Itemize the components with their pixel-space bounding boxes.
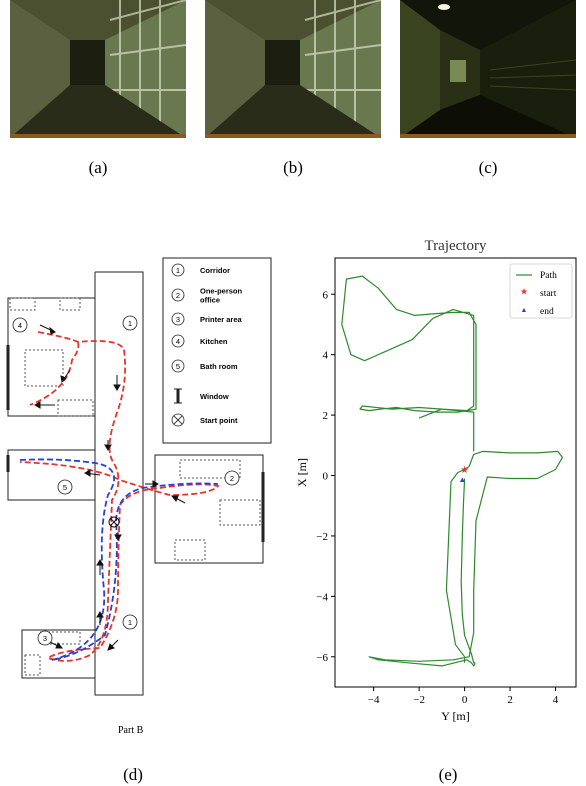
start-point-icon [108, 516, 120, 528]
legend-row: 5 Bath room [171, 359, 238, 373]
end-marker: ▲ [458, 475, 466, 484]
room-number-mark: 1 [122, 315, 138, 331]
y-tick-label: −4 [316, 591, 328, 603]
legend-row: Window [174, 388, 229, 404]
room-number-mark: 3 [37, 630, 53, 646]
start-marker: ★ [460, 465, 469, 476]
legend-entry-label: Path [540, 271, 557, 281]
x-tick-label: −2 [413, 694, 425, 706]
legend-row: Start point [171, 413, 238, 427]
legend-entry-label: end [540, 307, 554, 317]
room-number-mark: 2 [224, 470, 240, 486]
sublabel-e: (e) [438, 765, 458, 784]
part-b-label: Part B [118, 725, 144, 736]
x-tick-label: 2 [507, 694, 513, 706]
plot-frame [334, 257, 577, 688]
y-tick-label: 4 [323, 350, 329, 362]
sublabel-a: (a) [88, 158, 108, 177]
sublabel-c: (c) [478, 158, 498, 177]
sublabel-b: (b) [283, 158, 303, 177]
legend-label: Bath room [200, 362, 238, 371]
window-icon [174, 388, 182, 404]
x-tick-label: 4 [553, 694, 559, 706]
svg-text:4: 4 [18, 321, 22, 330]
svg-text:5: 5 [63, 483, 67, 492]
path-series-line [368, 450, 563, 667]
legend-number: 1 [176, 266, 180, 275]
legend-label: One-person [200, 287, 243, 296]
legend-label: Printer area [200, 315, 243, 324]
x-axis-label: Y [m] [441, 709, 470, 723]
legend-number: 4 [176, 337, 180, 346]
svg-text:2: 2 [230, 474, 234, 483]
room-number-mark: 4 [12, 317, 28, 333]
legend-label: Kitchen [200, 337, 228, 346]
legend-row: 1 Corridor [171, 263, 230, 277]
legend-label: Start point [200, 416, 238, 425]
legend-end-swatch: ▲ [521, 306, 528, 314]
x-tick-label: 0 [462, 694, 468, 706]
start-point-icon [171, 413, 185, 427]
y-tick-label: 0 [323, 471, 329, 483]
y-tick-label: −6 [316, 652, 328, 664]
x-tick-label: −4 [368, 694, 380, 706]
svg-text:1: 1 [128, 319, 132, 328]
svg-text:1: 1 [128, 618, 132, 627]
legend-label: office [200, 296, 220, 305]
y-tick-label: 6 [323, 289, 329, 301]
chart-title: Trajectory [425, 238, 487, 254]
y-tick-label: −2 [316, 531, 328, 543]
svg-text:3: 3 [43, 634, 47, 643]
legend-row: 4 Kitchen [171, 334, 228, 348]
chart-legend [509, 263, 573, 319]
y-tick-label: 2 [323, 410, 329, 422]
legend-number: 5 [176, 362, 180, 371]
y-axis-label: X [m] [295, 458, 309, 487]
legend-label: Corridor [200, 266, 230, 275]
legend-number: 3 [176, 315, 180, 324]
sublabel-d: (d) [123, 765, 143, 784]
legend-row: 3 Printer area [171, 312, 243, 326]
photo-a [10, 0, 186, 138]
path-series-line [341, 275, 477, 452]
legend-label: Window [200, 392, 229, 401]
legend-entry-label: start [540, 289, 557, 299]
room-number-mark: 1 [122, 614, 138, 630]
legend-number: 2 [176, 291, 180, 300]
photo-c [400, 0, 576, 138]
room-number-mark: 5 [57, 479, 73, 495]
legend-start-swatch: ★ [520, 287, 528, 297]
photo-b [205, 0, 381, 138]
